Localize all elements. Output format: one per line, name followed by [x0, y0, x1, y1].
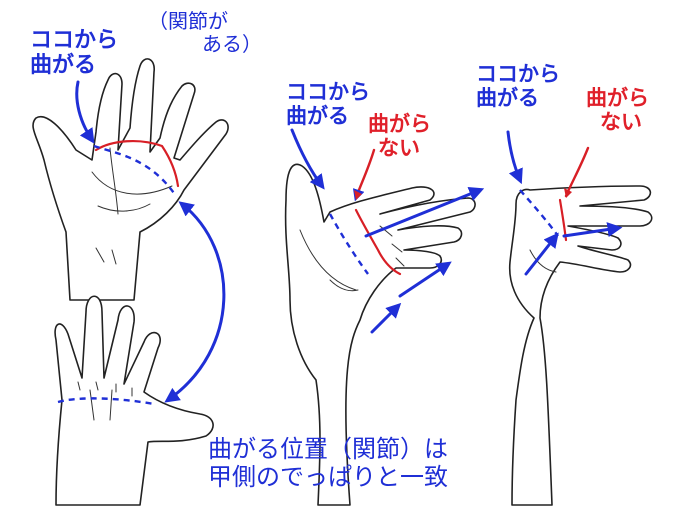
left-open-palm [32, 58, 229, 301]
middle-hand [284, 163, 476, 506]
bottom-caption: 曲がる位置（関節）は 甲側のでっぱりと一致 [208, 435, 448, 491]
label-right-bend: ココから 曲がる [476, 62, 560, 111]
label-middle-bend: ココから 曲がる [286, 80, 370, 129]
label-left-joint: （関節が ある） [148, 9, 262, 56]
label-left-bend: ココから 曲がる [30, 28, 119, 79]
right-hand [508, 185, 653, 506]
label-middle-nobend: 曲がら ない [368, 112, 431, 161]
red-arrows [352, 146, 590, 202]
left-hand-back [54, 295, 214, 506]
annotation-arrows [75, 80, 623, 403]
label-right-nobend: 曲がら ない [586, 86, 649, 135]
